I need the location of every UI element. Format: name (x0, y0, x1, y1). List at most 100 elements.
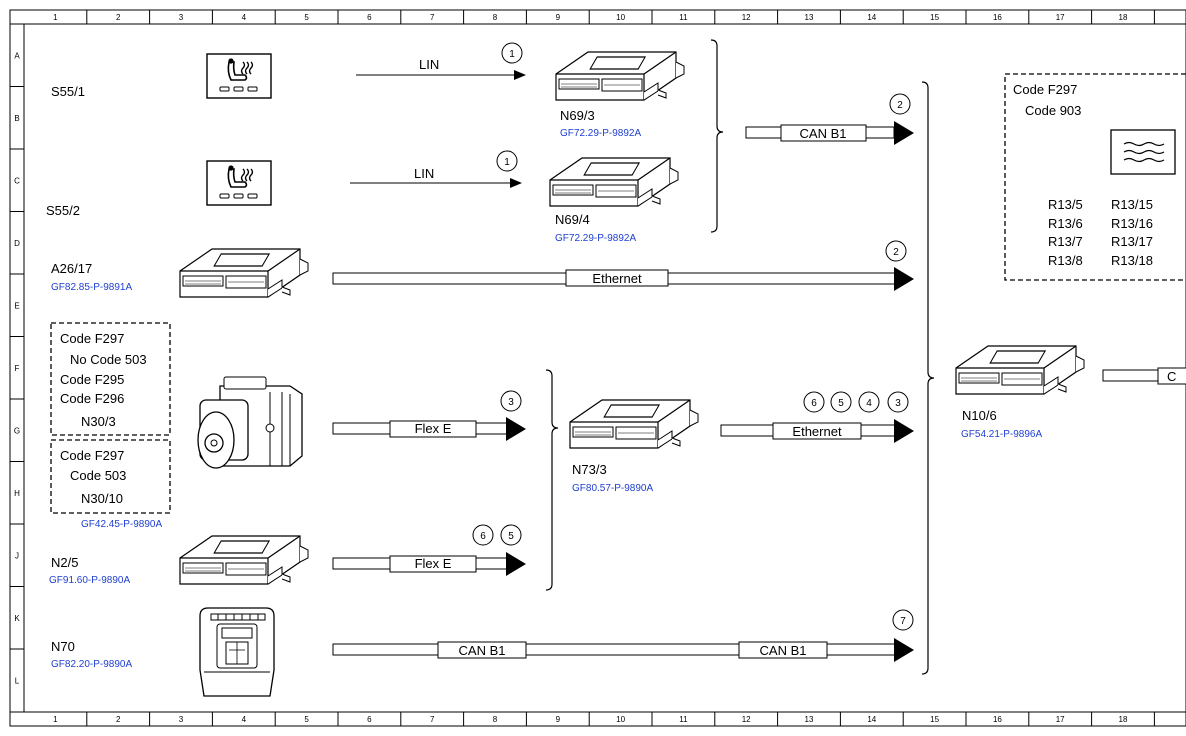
code-text: Code 503 (70, 468, 126, 483)
column-label: 9 (556, 13, 561, 22)
column-label: 14 (867, 715, 876, 724)
column-label: 15 (930, 715, 939, 724)
column-label: 16 (993, 13, 1002, 22)
svg-text:3: 3 (895, 398, 901, 409)
column-label: 18 (1119, 13, 1128, 22)
reference-link-n30-10[interactable]: GF42.45-P-9890A (81, 519, 162, 530)
control-unit-icon (555, 51, 685, 101)
bus-line-flex-e: Flex E (332, 552, 526, 576)
connection-marker: 5 (830, 391, 852, 413)
row-label: L (15, 676, 20, 685)
column-label: 6 (367, 13, 372, 22)
esp-control-unit-icon (197, 376, 303, 469)
code-box (50, 322, 171, 436)
code-text: Code F296 (60, 391, 124, 406)
reference-link-n10-6[interactable]: GF54.21-P-9896A (961, 429, 1042, 440)
bus-line-ethernet: Ethernet (720, 419, 914, 443)
column-label: 16 (993, 715, 1002, 724)
code-box (50, 439, 171, 514)
svg-text:7: 7 (900, 616, 906, 627)
column-label: 17 (1056, 715, 1065, 724)
svg-text:Ethernet: Ethernet (592, 271, 642, 286)
svg-text:Flex E: Flex E (415, 556, 452, 571)
column-label: 15 (930, 13, 939, 22)
reference-link-n69-3[interactable]: GF72.29-P-9892A (560, 128, 641, 139)
reference-link-n73-3[interactable]: GF80.57-P-9890A (572, 483, 653, 494)
code-text: Code F297 (60, 331, 124, 346)
column-label: 6 (367, 715, 372, 724)
row-label: K (14, 614, 20, 623)
code-text: Code F297 (1013, 82, 1077, 97)
connection-marker: 6 (472, 524, 494, 546)
bus-label-lin: LIN (414, 166, 434, 181)
reference-link-n69-4[interactable]: GF72.29-P-9892A (555, 233, 636, 244)
connection-marker: 1 (496, 150, 518, 172)
drawing-frame (9, 9, 1186, 727)
column-label: 13 (805, 13, 814, 22)
column-label: 3 (179, 13, 184, 22)
bus-line-flex-e: Flex E (332, 417, 526, 441)
overhead-control-panel-icon (199, 607, 275, 697)
reference-link-n2-5[interactable]: GF91.60-P-9890A (49, 575, 130, 586)
resistor-label: R13/8 (1048, 253, 1083, 268)
connection-marker: 3 (500, 390, 522, 412)
bus-line-can-b1: CAN B1 (745, 121, 914, 145)
seat-heating-switch-icon (206, 160, 272, 206)
svg-text:CAN B1: CAN B1 (459, 643, 506, 658)
row-label: F (15, 364, 20, 373)
resistor-label: R13/18 (1111, 253, 1153, 268)
reference-link-n70[interactable]: GF82.20-P-9890A (51, 659, 132, 670)
svg-text:4: 4 (866, 398, 872, 409)
row-label: H (14, 489, 20, 498)
component-label-n30-3: N30/3 (81, 414, 116, 429)
component-label-n73-3: N73/3 (572, 462, 607, 477)
svg-text:6: 6 (811, 398, 817, 409)
bus-line-can-b1: CAN B1 CAN B1 (332, 638, 914, 662)
bus-line-outgoing: C (1102, 367, 1186, 385)
column-label: 2 (116, 715, 121, 724)
column-label: 10 (616, 715, 625, 724)
svg-text:Ethernet: Ethernet (792, 424, 842, 439)
column-label: 3 (179, 715, 184, 724)
row-label: E (14, 301, 19, 310)
connection-marker: 7 (892, 609, 914, 631)
svg-text:2: 2 (897, 100, 903, 111)
column-label: 1 (53, 13, 58, 22)
control-unit-icon (569, 399, 699, 449)
connection-marker: 5 (500, 524, 522, 546)
control-unit-icon (549, 157, 679, 207)
code-text: No Code 503 (70, 352, 147, 367)
svg-text:6: 6 (480, 531, 486, 542)
svg-text:C: C (1167, 369, 1176, 384)
svg-text:5: 5 (508, 531, 514, 542)
column-label: 8 (493, 715, 498, 724)
connection-marker: 2 (889, 93, 911, 115)
column-label: 5 (304, 715, 309, 724)
column-label: 7 (430, 13, 435, 22)
column-label: 18 (1119, 715, 1128, 724)
connection-marker: 4 (858, 391, 880, 413)
seat-heating-switch-icon (206, 53, 272, 99)
column-label: 5 (304, 13, 309, 22)
component-label-n30-10: N30/10 (81, 491, 123, 506)
column-label: 8 (493, 13, 498, 22)
code-box (1004, 73, 1186, 281)
row-label: A (14, 51, 20, 60)
resistor-label: R13/5 (1048, 197, 1083, 212)
component-label-n69-4: N69/4 (555, 212, 590, 227)
code-text: Code 903 (1025, 103, 1081, 118)
component-label-s55-2: S55/2 (46, 203, 80, 218)
component-label-n69-3: N69/3 (560, 108, 595, 123)
column-label: 10 (616, 13, 625, 22)
bus-label-lin: LIN (419, 57, 439, 72)
column-label: 9 (556, 715, 561, 724)
reference-link-a26-17[interactable]: GF82.85-P-9891A (51, 282, 132, 293)
svg-text:3: 3 (508, 397, 514, 408)
resistor-label: R13/15 (1111, 197, 1153, 212)
column-label: 17 (1056, 13, 1065, 22)
column-label: 11 (679, 13, 688, 22)
column-label: 13 (805, 715, 814, 724)
